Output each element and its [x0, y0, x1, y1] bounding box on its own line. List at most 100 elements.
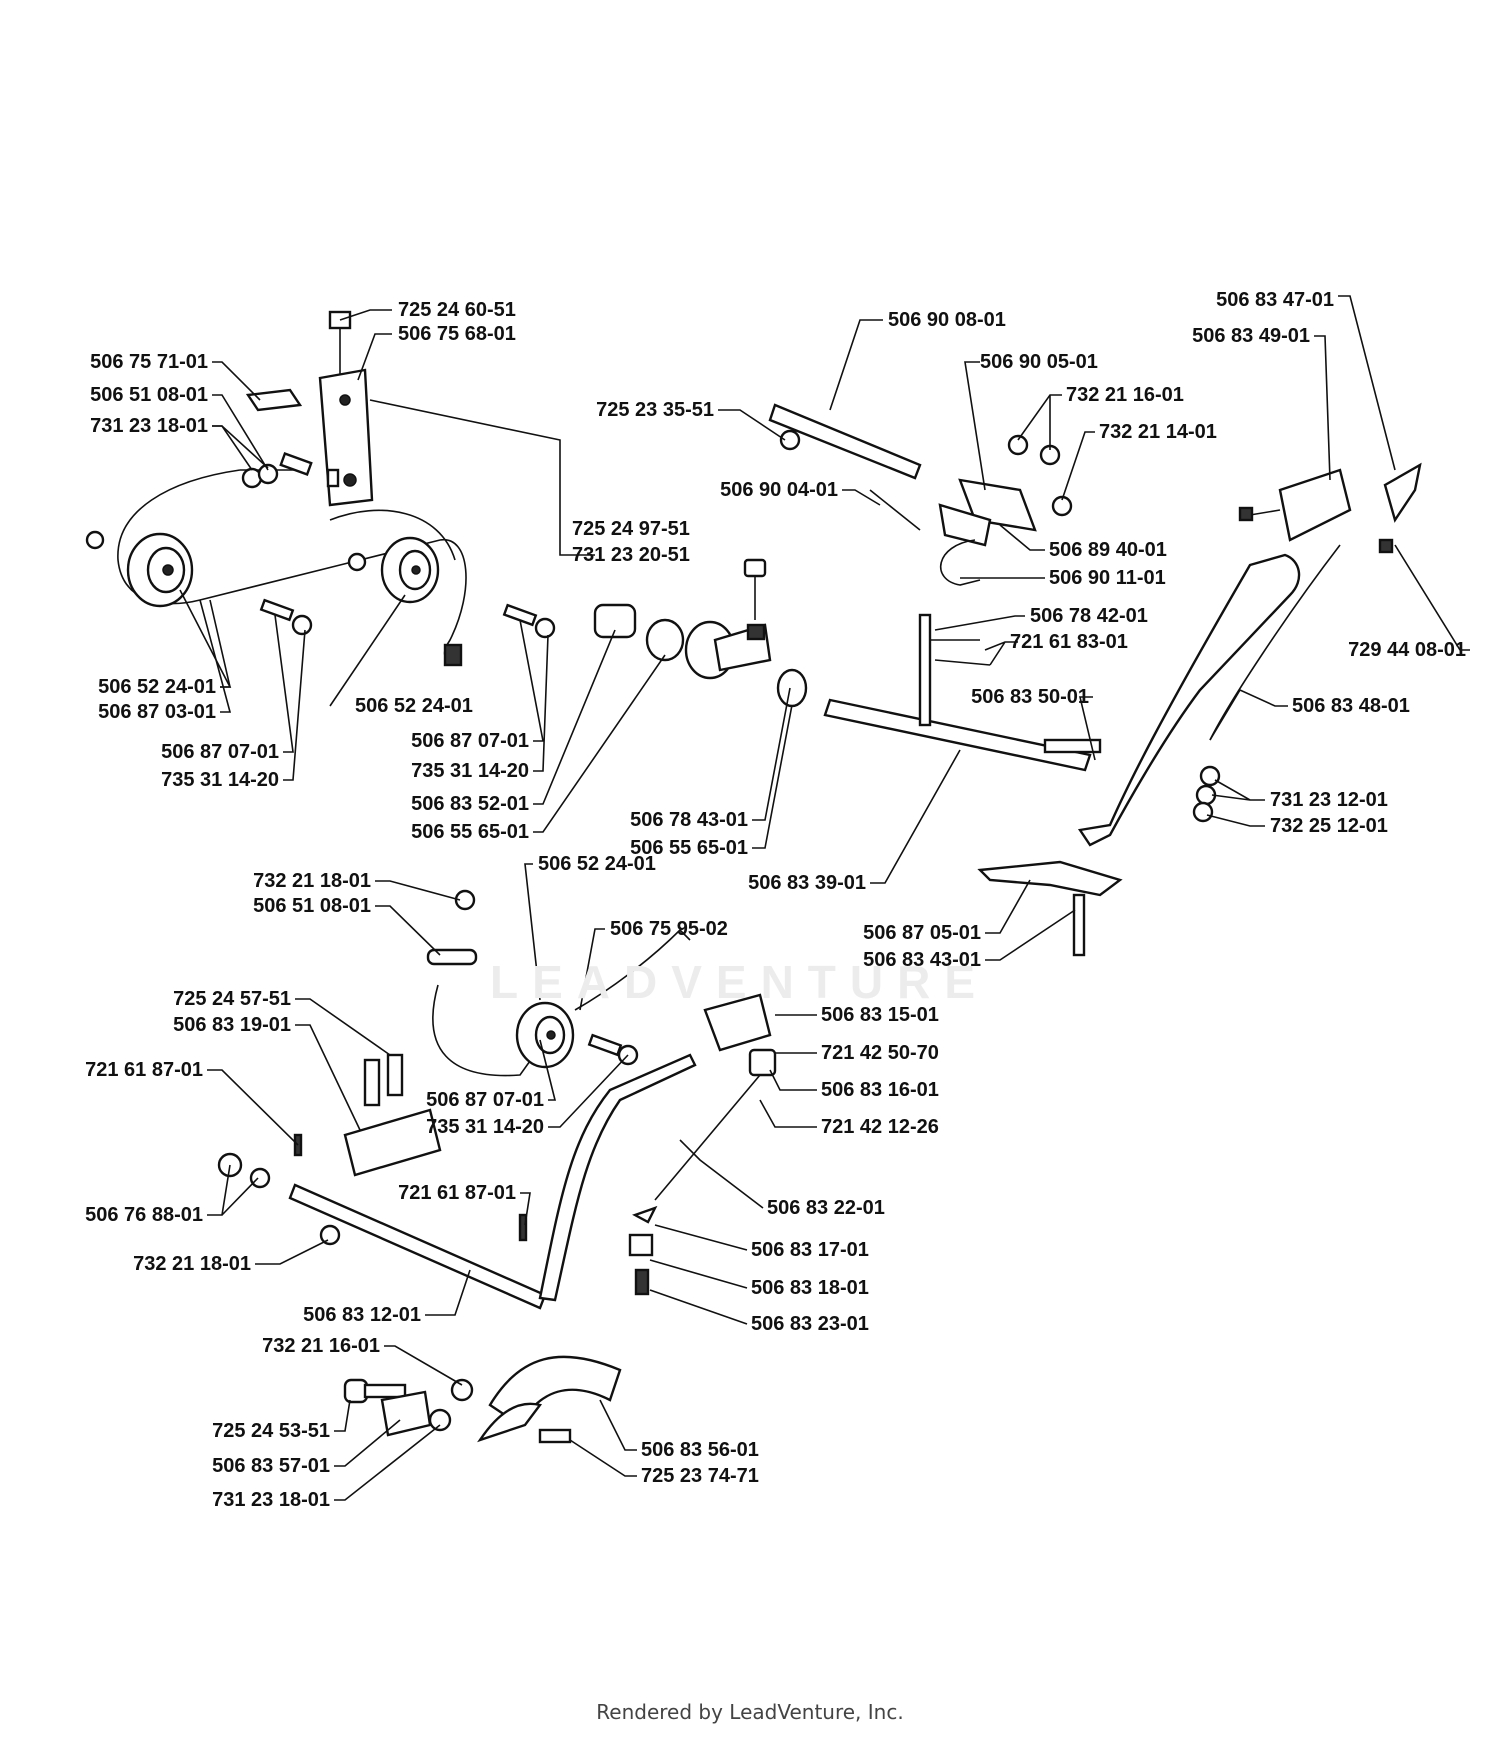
vertical-spring-rod [918, 613, 932, 727]
callout-506-51-08-01: 506 51 08-01 [90, 384, 208, 406]
spring-small [634, 1268, 650, 1296]
callout-731-23-18-01-lower: 731 23 18-01 [212, 1489, 330, 1511]
callout-725-24-97-51: 725 24 97-51 [572, 518, 690, 540]
callout-721-42-50-70: 721 42 50-70 [821, 1042, 939, 1064]
callout-506-83-56-01: 506 83 56-01 [641, 1439, 759, 1461]
nut-d [1199, 765, 1221, 787]
pulley-left [126, 532, 194, 608]
callout-506-83-17-01: 506 83 17-01 [751, 1239, 869, 1261]
callout-732-21-16-01-lower: 732 21 16-01 [262, 1335, 380, 1357]
callout-732-21-16-01: 732 21 16-01 [1066, 384, 1184, 406]
pivot-plate [938, 503, 992, 547]
callout-506-52-24-01-left: 506 52 24-01 [98, 676, 216, 698]
rubber-boot [703, 993, 772, 1052]
pin-c [279, 452, 313, 476]
control-rod [1209, 544, 1341, 741]
cone-tip [632, 1205, 658, 1224]
callout-506-83-15-01: 506 83 15-01 [821, 1004, 939, 1026]
callout-506-87-05-01: 506 87 05-01 [863, 922, 981, 944]
callout-506-83-50-01: 506 83 50-01 [971, 686, 1089, 708]
callout-506-52-24-01-lower: 506 52 24-01 [538, 853, 656, 875]
handle-grip-block [1278, 468, 1352, 542]
callout-506-75-95-02: 506 75 95-02 [610, 918, 728, 940]
callout-732-21-14-01: 732 21 14-01 [1099, 421, 1217, 443]
callout-506-83-43-01: 506 83 43-01 [863, 949, 981, 971]
nut-g [1007, 434, 1029, 456]
handle-arm [1077, 553, 1301, 847]
callout-732-21-18-01-lower: 732 21 18-01 [133, 1253, 251, 1275]
leader-lines [179, 295, 1470, 1501]
callout-506-83-47-01: 506 83 47-01 [1216, 289, 1334, 311]
clip-block [628, 1233, 654, 1257]
callout-506-87-07-01-left: 506 87 07-01 [161, 741, 279, 763]
lower-cable [432, 984, 546, 1077]
cotter-b [518, 1213, 528, 1242]
pin-a [259, 598, 295, 622]
pulley-lower [515, 1001, 575, 1069]
callout-506-83-48-01: 506 83 48-01 [1292, 695, 1410, 717]
callout-506-83-57-01: 506 83 57-01 [212, 1455, 330, 1477]
callout-735-31-14-20-mid: 735 31 14-20 [411, 760, 529, 782]
callout-731-23-18-01: 731 23 18-01 [90, 415, 208, 437]
callout-725-23-74-71: 725 23 74-71 [641, 1465, 759, 1487]
callout-506-55-65-01-right: 506 55 65-01 [630, 837, 748, 859]
callout-506-83-39-01: 506 83 39-01 [748, 872, 866, 894]
shift-rod [654, 1074, 761, 1201]
callout-506-90-08-01: 506 90 08-01 [888, 309, 1006, 331]
callout-732-21-18-01-upper: 732 21 18-01 [253, 870, 371, 892]
bracket-upright [318, 310, 374, 507]
callout-506-83-16-01: 506 83 16-01 [821, 1079, 939, 1101]
callout-735-31-14-20-left: 735 31 14-20 [161, 769, 279, 791]
tension-spring [1072, 893, 1086, 957]
callout-506-83-18-01: 506 83 18-01 [751, 1277, 869, 1299]
callout-721-61-83-01: 721 61 83-01 [1010, 631, 1128, 653]
callout-506-78-42-01: 506 78 42-01 [1030, 605, 1148, 627]
callout-506-51-08-01-lower: 506 51 08-01 [253, 895, 371, 917]
callout-721-42-12-26: 721 42 12-26 [821, 1116, 939, 1138]
callout-725-24-60-51: 725 24 60-51 [398, 299, 516, 321]
pin-lower [426, 948, 478, 966]
pin-b [502, 603, 538, 627]
callout-735-31-14-20-lower: 735 31 14-20 [426, 1116, 544, 1138]
callout-725-24-53-51: 725 24 53-51 [212, 1420, 330, 1442]
callout-506-52-24-01-mid: 506 52 24-01 [355, 695, 473, 717]
callout-506-83-22-01: 506 83 22-01 [767, 1197, 885, 1219]
shaft-assembly [593, 558, 1092, 772]
bolt-head [779, 429, 801, 451]
lower-bolt-2 [363, 1058, 381, 1107]
callout-506-83-19-01: 506 83 19-01 [173, 1014, 291, 1036]
callout-506-90-04-01: 506 90 04-01 [720, 479, 838, 501]
callout-725-23-35-51: 725 23 35-51 [596, 399, 714, 421]
washer-d [249, 1167, 271, 1189]
nut-a [291, 614, 313, 636]
callout-506-87-07-01-lower: 506 87 07-01 [426, 1089, 544, 1111]
callout-506-83-23-01: 506 83 23-01 [751, 1313, 869, 1335]
callout-506-87-07-01-mid: 506 87 07-01 [411, 730, 529, 752]
callout-729-44-08-01: 729 44 08-01 [1348, 639, 1466, 661]
belt-clip [443, 643, 463, 667]
callout-506-90-11-01: 506 90 11-01 [1049, 567, 1166, 589]
callout-731-23-12-01: 731 23 12-01 [1270, 789, 1388, 811]
plate-small [245, 388, 303, 412]
footer-credit: Rendered by LeadVenture, Inc. [596, 1700, 904, 1724]
nut-k [319, 1224, 341, 1246]
lower-lever [538, 1053, 697, 1302]
washer-left [85, 530, 105, 550]
bolt-head-lower [343, 1378, 369, 1404]
callout-506-90-05-01: 506 90 05-01 [980, 351, 1098, 373]
callout-506-83-49-01: 506 83 49-01 [1192, 325, 1310, 347]
nut-lower-a [454, 889, 476, 911]
top-bar [768, 403, 922, 480]
callout-721-61-87-01-mid: 721 61 87-01 [398, 1182, 516, 1204]
nut-i [1051, 495, 1073, 517]
nut-m [428, 1408, 452, 1432]
lower-bracket [343, 1108, 442, 1177]
callout-506-89-40-01: 506 89 40-01 [1049, 539, 1167, 561]
callout-732-25-12-01: 732 25 12-01 [1270, 815, 1388, 837]
callout-506-75-71-01: 506 75 71-01 [90, 351, 208, 373]
bolt-lower-r [538, 1428, 572, 1444]
pulley-right [380, 536, 440, 604]
callout-731-23-20-51: 731 23 20-51 [572, 544, 690, 566]
callout-506-87-03-01: 506 87 03-01 [98, 701, 216, 723]
